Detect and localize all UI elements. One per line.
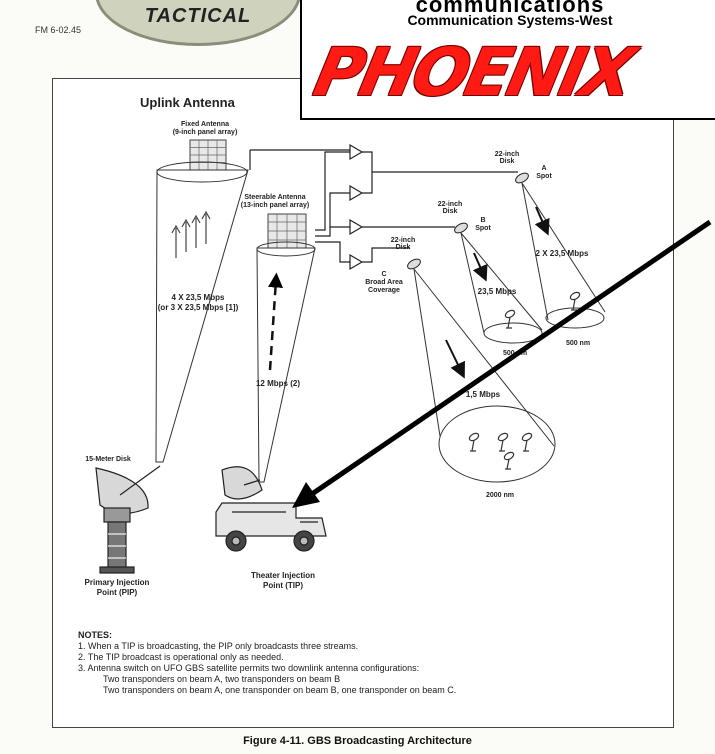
rate-c-label: 1,5 Mbps	[466, 390, 501, 399]
figure-frame	[52, 78, 674, 728]
disk-b-sublabel: Disk	[443, 208, 458, 215]
disk-c-label: 22-inch	[391, 237, 416, 244]
beam-c-label: C	[381, 271, 386, 278]
fixed-panel-array-icon	[189, 139, 227, 171]
annotation-arrow	[292, 219, 712, 508]
fixed-antenna-sublabel: (9-inch panel array)	[173, 129, 238, 136]
steerable-antenna-sublabel: (13-inch panel array)	[241, 202, 309, 209]
spot-a-size-label: 500 nm	[566, 340, 590, 347]
tip-truck-icon	[215, 466, 327, 552]
fixed-uplink-beam	[155, 169, 249, 463]
broad-area-size-label: 2000 nm	[486, 492, 514, 499]
note-3a: Two transponders on beam A, two transpon…	[103, 674, 341, 684]
tactical-badge-text: TACTICAL	[144, 5, 252, 27]
tip-sublabel: Point (TIP)	[263, 581, 303, 590]
spot-b-sublabel: Spot	[475, 225, 491, 232]
figure-caption: Figure 4-11. GBS Broadcasting Architectu…	[243, 735, 472, 747]
disk-b-icon	[454, 222, 468, 234]
phoenix-logo-box: communications Communication Systems-Wes…	[300, 0, 715, 120]
note-3b: Two transponders on beam A, one transpon…	[103, 685, 457, 695]
note-1: 1. When a TIP is broadcasting, the PIP o…	[78, 641, 359, 651]
disk-a-icon	[515, 172, 529, 184]
uplink-arrows-icon	[171, 210, 211, 258]
pip-disk-label: 15-Meter Disk	[85, 456, 131, 463]
pip-sublabel: Point (PIP)	[97, 588, 138, 597]
logo-line-2: Communication Systems-West	[407, 12, 613, 28]
document-id: FM 6-02.45	[35, 25, 82, 35]
rate-b-label: 23,5 Mbps	[478, 287, 517, 296]
logo-line-1: communications	[415, 0, 605, 17]
disk-a-sublabel: Disk	[500, 158, 515, 165]
rate-a-label: 2 X 23,5 Mbps	[536, 249, 589, 258]
note-3: 3. Antenna switch on UFO GBS satellite p…	[78, 663, 420, 673]
disk-b-label: 22-inch	[438, 201, 463, 208]
spot-b-terminal-icon	[504, 309, 516, 329]
spot-b-label: B	[480, 217, 485, 224]
uplink-antenna-title: Uplink Antenna	[140, 95, 236, 110]
beam-a-cone	[521, 182, 606, 321]
spot-a-sublabel: Spot	[536, 173, 552, 180]
uplink-rate-label: 4 X 23,5 Mbps	[172, 293, 225, 302]
note-2: 2. The TIP broadcast is operational only…	[78, 652, 284, 662]
pip-dish-icon	[95, 465, 161, 574]
pip-label: Primary Injection	[85, 578, 150, 587]
tip-label: Theater Injection	[251, 571, 315, 580]
steerable-antenna-label: Steerable Antenna	[244, 194, 305, 201]
uplink-rate-sublabel: (or 3 X 23,5 Mbps [1])	[158, 303, 239, 312]
broad-area-terminals-icon	[468, 432, 533, 470]
beam-c-sublabel: Broad Area	[365, 279, 403, 286]
notes-title: NOTES:	[78, 630, 113, 640]
tip-dashed-arrow	[268, 272, 283, 371]
transponder-amplifiers	[349, 143, 364, 271]
tip-uplink-beam	[256, 247, 316, 483]
disk-c-icon	[407, 258, 421, 270]
spot-a-label: A	[541, 165, 546, 172]
beam-c-sublabel-2: Coverage	[368, 287, 400, 294]
spot-a-terminal-icon	[569, 291, 581, 311]
disk-c-sublabel: Disk	[396, 244, 411, 251]
phoenix-wordmark: PHOENIX	[307, 34, 639, 111]
beam-b-cone	[460, 232, 543, 334]
disk-a-label: 22-inch	[495, 151, 520, 158]
fixed-antenna-label: Fixed Antenna	[181, 121, 229, 128]
tip-rate-label: 12 Mbps (2)	[256, 379, 300, 388]
notes-block: NOTES: 1. When a TIP is broadcasting, th…	[78, 630, 456, 696]
